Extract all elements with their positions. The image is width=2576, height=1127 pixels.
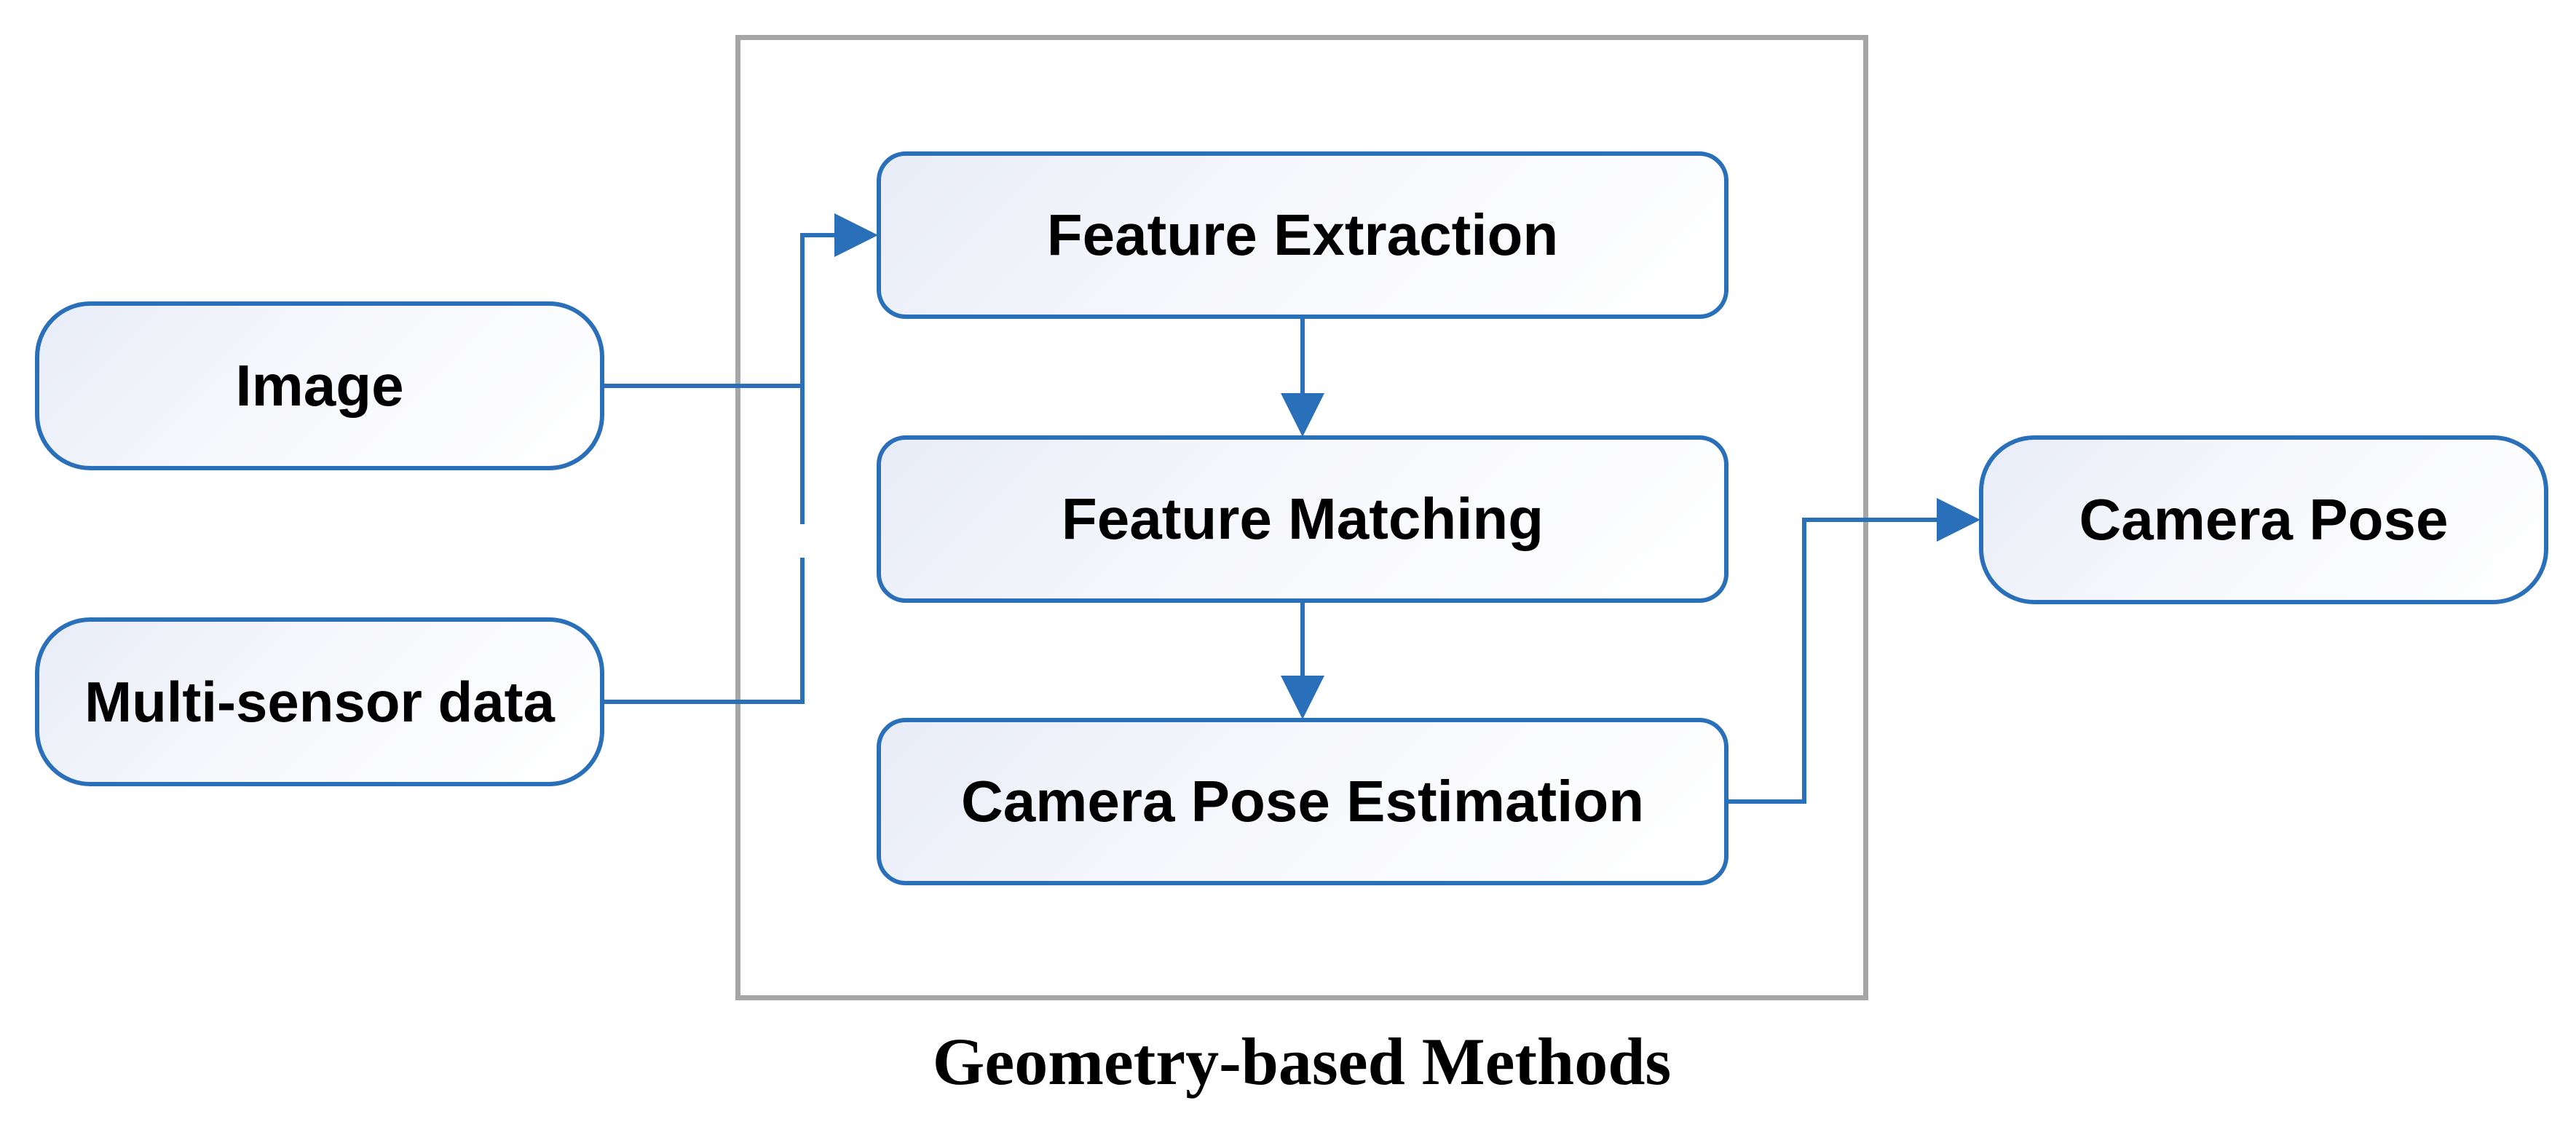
input-node-image: Image [35,301,604,470]
input-node-image-label: Image [235,353,404,418]
input-node-multi-sensor-label: Multi-sensor data [84,669,555,734]
step-node-feature-extraction: Feature Extraction [877,151,1728,319]
group-caption: Geometry-based Methods [932,1024,1672,1099]
step-node-camera-pose-estimation-label: Camera Pose Estimation [960,769,1645,834]
step-node-camera-pose-estimation: Camera Pose Estimation [877,718,1728,885]
step-node-feature-extraction-label: Feature Extraction [1046,202,1559,267]
step-node-feature-matching-label: Feature Matching [1061,486,1544,551]
input-node-multi-sensor-data: Multi-sensor data [35,617,604,786]
step-node-feature-matching: Feature Matching [877,435,1728,603]
output-node-camera-pose: Camera Pose [1979,435,2548,604]
output-node-camera-pose-label: Camera Pose [2079,487,2449,552]
